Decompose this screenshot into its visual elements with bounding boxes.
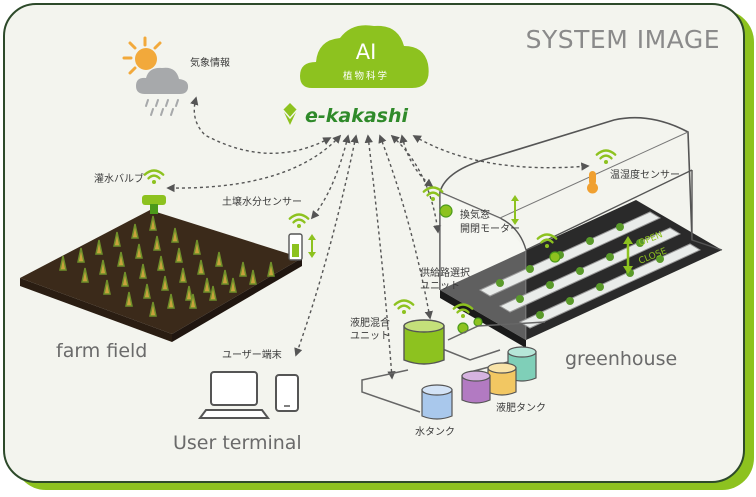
soil-sensor-icon <box>288 233 316 261</box>
fertilizer-tank-label: 液肥タンク <box>496 401 546 414</box>
fertilizer-tank-icons <box>461 346 537 404</box>
mixer-tank-icon <box>403 319 445 365</box>
valve-label: 灌水バルブ <box>94 172 144 185</box>
valve-icon <box>142 195 166 214</box>
thermometer-icon <box>587 171 598 194</box>
connection-lines <box>166 96 590 380</box>
farm-field <box>20 210 302 342</box>
weather-icon <box>122 36 189 116</box>
ai-title: AI <box>356 40 377 64</box>
selector-label-2: ユニット <box>420 281 460 292</box>
valve-node-icon <box>549 251 561 263</box>
vent-motor-icon <box>439 195 519 225</box>
user-terminal-title: User terminal <box>173 432 302 454</box>
water-tank-icon <box>421 384 453 420</box>
farm-field-title: farm field <box>56 340 147 362</box>
smartphone-icon <box>275 374 299 412</box>
ai-cloud: AI 植物科学 <box>300 25 429 88</box>
selector-label-1: 供給路選択 <box>420 266 470 279</box>
vent-label-1: 換気窓 <box>460 208 490 221</box>
water-tank-label: 水タンク <box>415 426 455 438</box>
temp-sensor-label: 温湿度センサー <box>610 168 680 181</box>
laptop-icon <box>198 371 270 419</box>
weather-label: 気象情報 <box>190 56 230 69</box>
vent-label-2: 開閉モーター <box>460 223 520 235</box>
mixer-label-1: 液肥混合 <box>350 316 390 329</box>
greenhouse-title: greenhouse <box>565 348 677 370</box>
mixer-label-2: ユニット <box>350 331 390 342</box>
brand-name: e-kakashi <box>305 105 409 127</box>
ai-subtitle: 植物科学 <box>343 70 389 82</box>
page-title: SYSTEM IMAGE <box>526 25 720 54</box>
terminal-label: ユーザー端末 <box>222 348 282 361</box>
greenhouse <box>439 116 723 348</box>
soil-sensor-label: 土壌水分センサー <box>222 195 302 208</box>
